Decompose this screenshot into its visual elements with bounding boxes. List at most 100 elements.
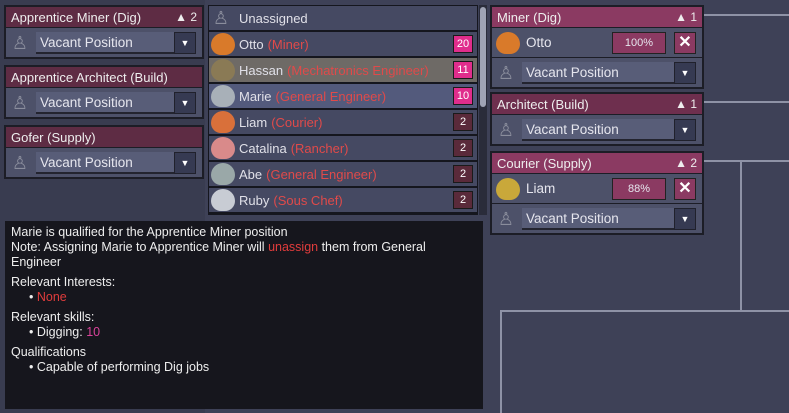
role-header: Apprentice Miner (Dig)▲ 2 <box>6 7 202 27</box>
qualification-item: • Capable of performing Dig jobs <box>29 360 210 374</box>
scrollbar-thumb[interactable] <box>480 7 486 107</box>
item-job: (Mechatronics Engineer) <box>287 62 429 78</box>
item-name: Catalina <box>239 140 287 156</box>
list-item[interactable]: Ruby(Sous Chef)2 <box>209 188 477 214</box>
skill-name: Digging: <box>36 325 87 339</box>
otto-avatar <box>496 31 520 54</box>
slot: ♙ Vacant Position ▼ <box>6 87 202 117</box>
chevron-down-icon[interactable]: ▼ <box>674 119 696 141</box>
item-job: (General Engineer) <box>275 88 387 104</box>
connector-line <box>500 310 502 413</box>
role-title: Architect (Build) <box>497 96 589 112</box>
list-item[interactable]: Liam(Courier)2 <box>209 110 477 136</box>
role-header: Apprentice Architect (Build) <box>6 67 202 87</box>
role-header: Courier (Supply)▲ 2 <box>492 153 702 173</box>
person-icon: ♙ <box>11 32 29 53</box>
dupe-avatar <box>211 33 235 55</box>
skill-item: • Digging: 10 <box>29 325 101 339</box>
dupe-avatar <box>211 85 235 107</box>
skill-badge: 10 <box>453 87 473 105</box>
dropdown-value: Vacant Position <box>526 121 619 137</box>
list-item[interactable]: Marie(General Engineer)10 <box>209 84 477 110</box>
role-count: 1 <box>690 10 697 24</box>
dropdown-scrollbar[interactable] <box>479 5 487 215</box>
crown-icon: ▲ 1 <box>675 10 697 24</box>
item-name: Otto <box>239 36 264 52</box>
assignee-dropdown-list: ♙Unassigned Otto(Miner) 20 Hassan(Mechatr… <box>208 5 478 215</box>
assign-dropdown[interactable]: Vacant Position ▼ <box>522 119 696 141</box>
unassign-button[interactable]: ✕ <box>674 178 696 200</box>
chevron-down-icon[interactable]: ▼ <box>174 92 196 114</box>
slot: ♙ Vacant Position▼ <box>492 114 702 144</box>
list-item[interactable]: Otto(Miner) 20 <box>209 32 477 58</box>
role-header: Gofer (Supply) <box>6 127 202 147</box>
role-card-miner: Miner (Dig)▲ 1 Otto 100%✕ ♙ Vacant Posit… <box>490 5 704 89</box>
unassign-button[interactable]: ✕ <box>674 32 696 54</box>
tooltip-summary: Marie is qualified for the Apprentice Mi… <box>11 225 288 239</box>
person-icon: ♙ <box>11 92 29 113</box>
qualification-value: Capable of performing Dig jobs <box>36 360 210 374</box>
assign-dropdown[interactable]: Vacant Position ▼ <box>36 32 196 54</box>
interests-item: • None <box>29 290 67 304</box>
connector-line <box>704 14 789 16</box>
efficiency-percent: 100% <box>612 32 666 54</box>
tooltip-note: Note: Assigning Marie to Apprentice Mine… <box>11 240 477 270</box>
slot: ♙ Vacant Position ▼ <box>492 57 702 87</box>
dropdown-value: Vacant Position <box>40 94 133 110</box>
chevron-down-icon[interactable]: ▼ <box>174 32 196 54</box>
item-job: (Miner) <box>267 36 309 52</box>
role-title: Apprentice Architect (Build) <box>11 69 168 85</box>
chevron-down-icon[interactable]: ▼ <box>174 152 196 174</box>
skill-badge: 20 <box>453 35 473 53</box>
chevron-down-icon[interactable]: ▼ <box>674 208 696 230</box>
role-count: 2 <box>190 10 197 24</box>
role-card-gofer: Gofer (Supply) ♙ Vacant Position▼ <box>4 125 204 179</box>
slot: ♙ Vacant Position ▼ <box>492 203 702 233</box>
assign-dropdown[interactable]: Vacant Position ▼ <box>522 208 696 230</box>
item-job: (General Engineer) <box>266 166 377 182</box>
assign-dropdown[interactable]: Vacant Position▼ <box>36 152 196 174</box>
item-name: Hassan <box>239 62 284 78</box>
dupe-avatar <box>211 189 235 211</box>
crown-icon: ▲ 2 <box>675 156 697 170</box>
dupe-avatar <box>211 137 235 159</box>
dropdown-value: Vacant Position <box>526 210 619 226</box>
person-icon: ♙ <box>11 152 29 173</box>
skill-badge: 11 <box>453 61 473 79</box>
person-icon: ♙ <box>497 62 515 83</box>
note-warning: unassign <box>268 240 319 254</box>
dropdown-value: Vacant Position <box>40 34 133 50</box>
item-job: (Rancher) <box>290 140 349 156</box>
assignee-name: Liam <box>526 181 556 196</box>
skill-badge: 2 <box>453 113 473 131</box>
role-title: Gofer (Supply) <box>11 129 96 145</box>
dropdown-value: Vacant Position <box>526 64 619 80</box>
efficiency-percent: 88% <box>612 178 666 200</box>
skills-heading: Relevant skills: <box>11 310 95 324</box>
assigned-slot: Otto 100%✕ <box>492 27 702 57</box>
dupe-avatar <box>211 163 235 185</box>
list-item[interactable]: Abe(General Engineer)2 <box>209 162 477 188</box>
list-item-unassigned[interactable]: ♙Unassigned <box>209 6 477 32</box>
skill-badge: 2 <box>453 139 473 157</box>
liam-avatar <box>496 177 520 200</box>
qualifications-heading: Qualifications <box>11 345 87 359</box>
person-icon: ♙ <box>497 208 515 229</box>
qualification-tooltip: Marie is qualified for the Apprentice Mi… <box>5 221 483 409</box>
interests-value: None <box>36 290 67 304</box>
role-count: 2 <box>690 156 697 170</box>
skill-badge: 2 <box>453 191 473 209</box>
assign-dropdown[interactable]: Vacant Position ▼ <box>522 62 696 84</box>
item-name: Liam <box>239 114 268 130</box>
skill-value: 10 <box>86 325 101 339</box>
interests-heading: Relevant Interests: <box>11 275 116 289</box>
list-item[interactable]: Catalina(Rancher) 2 <box>209 136 477 162</box>
item-job: (Sous Chef) <box>273 192 343 208</box>
assign-dropdown[interactable]: Vacant Position ▼ <box>36 92 196 114</box>
role-count: 1 <box>690 97 697 111</box>
crown-icon: ▲ 2 <box>175 10 197 24</box>
list-item[interactable]: Hassan(Mechatronics Engineer) 11 <box>209 58 477 84</box>
person-icon: ♙ <box>212 8 230 28</box>
note-text: them from General Engineer <box>11 240 426 269</box>
chevron-down-icon[interactable]: ▼ <box>674 62 696 84</box>
